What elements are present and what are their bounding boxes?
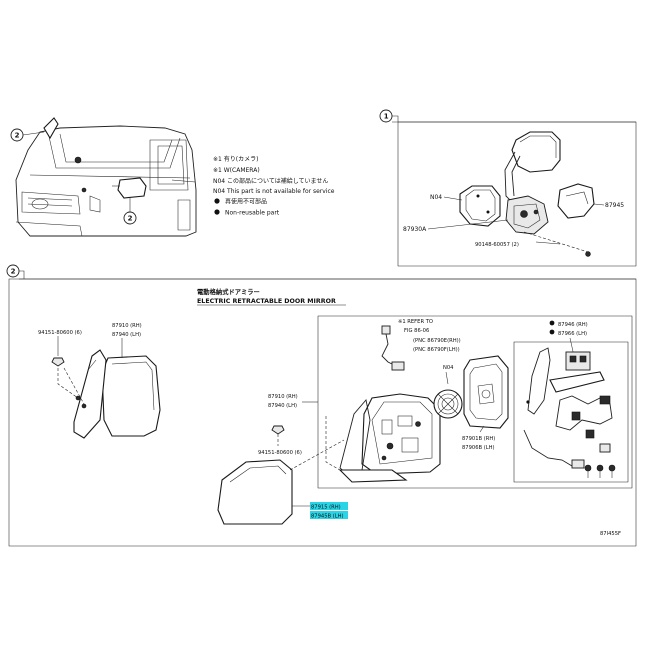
panel1-n04-label: N04 <box>430 194 442 201</box>
camera-connector <box>381 325 405 371</box>
section-2-label: 2 <box>11 268 16 276</box>
non-reusable-dot-icon <box>214 198 220 204</box>
glass-rh-label: 87901B (RH) <box>462 436 495 442</box>
panel2-title-en: ELECTRIC RETRACTABLE DOOR MIRROR <box>197 298 336 305</box>
refer-label-4: (PNC 86790F(LH)) <box>413 347 460 353</box>
non-reusable-dot-icon-4 <box>549 329 555 335</box>
left-lh-label: 87940 (LH) <box>112 332 141 338</box>
non-reusable-dot-icon-2 <box>214 209 220 215</box>
legend: ※1 有り(カメラ) ※1 W(CAMERA) N04 この部品については補給し… <box>213 155 335 217</box>
mirror-cover <box>217 439 345 525</box>
harness-inset-box <box>513 341 629 483</box>
refer-label-3: (PNC 86790E(RH)) <box>413 338 461 344</box>
detail-box <box>317 315 633 489</box>
figure-code: 87I455F <box>600 531 621 537</box>
legend-line1: ※1 有り(カメラ) <box>213 155 258 163</box>
cover-lh-highlight <box>310 511 348 519</box>
mid-bolt-icon <box>271 425 285 435</box>
van-front-illustration <box>15 117 197 237</box>
motor-n04-label: N04 <box>443 365 454 371</box>
mid-lh-label: 87940 (LH) <box>268 403 297 409</box>
glass-lh-label: 87906B (LH) <box>462 445 495 451</box>
left-bolt-label: 94151-80600 (6) <box>38 330 82 336</box>
refer-label-1: ※1 REFER TO <box>398 319 433 325</box>
wiring-harness <box>523 347 616 478</box>
legend-line4: N04 This part is not available for servi… <box>213 188 335 195</box>
panel2-title-jp: 電動格納式ドアミラー <box>197 287 260 296</box>
left-rh-label: 87910 (RH) <box>112 323 142 329</box>
legend-line5: 再使用不可部品 <box>225 198 267 206</box>
mid-rh-label: 87910 (RH) <box>268 394 298 400</box>
cover-rh-highlight <box>310 502 348 510</box>
refer-label-2: FIG 86-06 <box>404 328 429 334</box>
left-mirror-assembly <box>51 349 161 439</box>
panel1-87930A-label: 87930A <box>403 226 427 233</box>
callout-2b-label: 2 <box>128 215 133 223</box>
panel1-87945-label: 87945 <box>605 202 624 209</box>
non-reusable-dot-icon-3 <box>549 320 555 326</box>
legend-line6: Non-reusable part <box>225 210 280 217</box>
callout-2a-label: 2 <box>15 132 20 140</box>
mirror-body-assembly <box>338 393 441 483</box>
inset-lh-label: 87966 (LH) <box>558 331 587 337</box>
mirror-glass <box>463 355 509 429</box>
panel1-bolt-label: 90148-60057 (2) <box>475 242 519 248</box>
panel1-mirror-assembly <box>459 131 595 257</box>
cover-lh-label[interactable]: 87945B (LH) <box>311 514 344 520</box>
cover-rh-label[interactable]: 87915 (RH) <box>311 505 341 511</box>
legend-line3: N04 この部品については補給していません <box>213 177 328 185</box>
section-1-label: 1 <box>384 113 389 121</box>
inset-rh-label: 87946 (RH) <box>558 322 588 328</box>
legend-line2: ※1 W(CAMERA) <box>213 167 260 174</box>
motor-part: N04 <box>433 365 463 419</box>
mid-bolt-label: 94151-80600 (6) <box>258 450 302 456</box>
